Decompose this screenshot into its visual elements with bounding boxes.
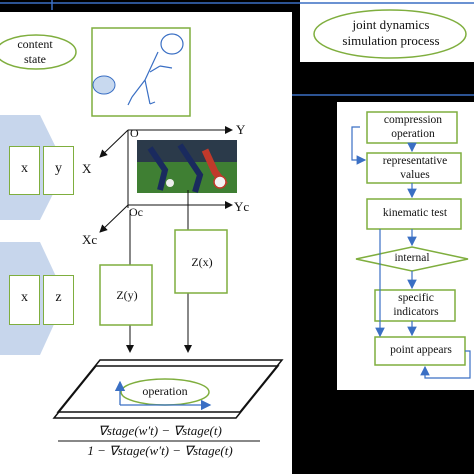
x-box-bottom	[9, 275, 40, 325]
x-box-top-label: x	[21, 161, 28, 176]
flow-step-4: internal	[394, 252, 430, 264]
flow-box-3	[366, 198, 462, 230]
flow-loop-bottom	[420, 350, 471, 379]
flow-step-6: point appears	[390, 344, 452, 356]
axis-oc-label: Oc	[129, 205, 143, 219]
axis-o-label: O	[130, 126, 139, 140]
formula-denominator: 1 − ∇stage(w′t) − ∇stage(t)	[87, 443, 233, 458]
flow-loop-left	[351, 126, 367, 165]
ball-icon	[92, 75, 116, 95]
flow-box-1	[366, 111, 458, 144]
flow-step-3: kinematic test	[382, 207, 448, 219]
content-state-label: content state	[17, 37, 53, 66]
axis-xc-arrow	[99, 204, 129, 233]
z-box-bottom-label: z	[55, 290, 62, 305]
y-box-top	[43, 146, 74, 195]
axis-xc-label: Xc	[82, 232, 98, 247]
operation-label: operation	[142, 384, 188, 398]
zy-box	[99, 264, 153, 326]
content-state-ellipse	[0, 34, 77, 70]
flow-step-5: specific indicators	[393, 292, 439, 318]
flow-box-2	[366, 152, 462, 184]
process-title: joint dynamics simulation process	[342, 17, 440, 48]
operation-plane-front	[52, 365, 280, 419]
stick-figure-icon	[127, 51, 173, 106]
y-box-top-label: y	[55, 161, 62, 176]
x-box-bottom-label: x	[21, 290, 28, 305]
axis-y-label: Y	[236, 122, 246, 137]
flow-box-5	[374, 289, 456, 322]
head-icon	[160, 33, 184, 55]
formula-numerator: ∇stage(w′t) − ∇stage(t)	[98, 423, 222, 438]
flow-step-1: compression operation	[383, 114, 443, 140]
figure-box	[91, 27, 191, 117]
flow-box-6	[374, 336, 466, 366]
zx-box	[174, 229, 228, 294]
z-box-bottom	[43, 275, 74, 325]
zx-label: Z(x)	[191, 255, 213, 269]
x-box-top	[9, 146, 40, 195]
axis-x-label: X	[82, 161, 92, 176]
flow-step-2: representative values	[382, 155, 448, 181]
zy-label: Z(y)	[116, 288, 138, 302]
axis-yc-label: Yc	[234, 199, 250, 214]
axis-x-arrow	[99, 129, 129, 158]
title-ellipse	[313, 9, 467, 59]
